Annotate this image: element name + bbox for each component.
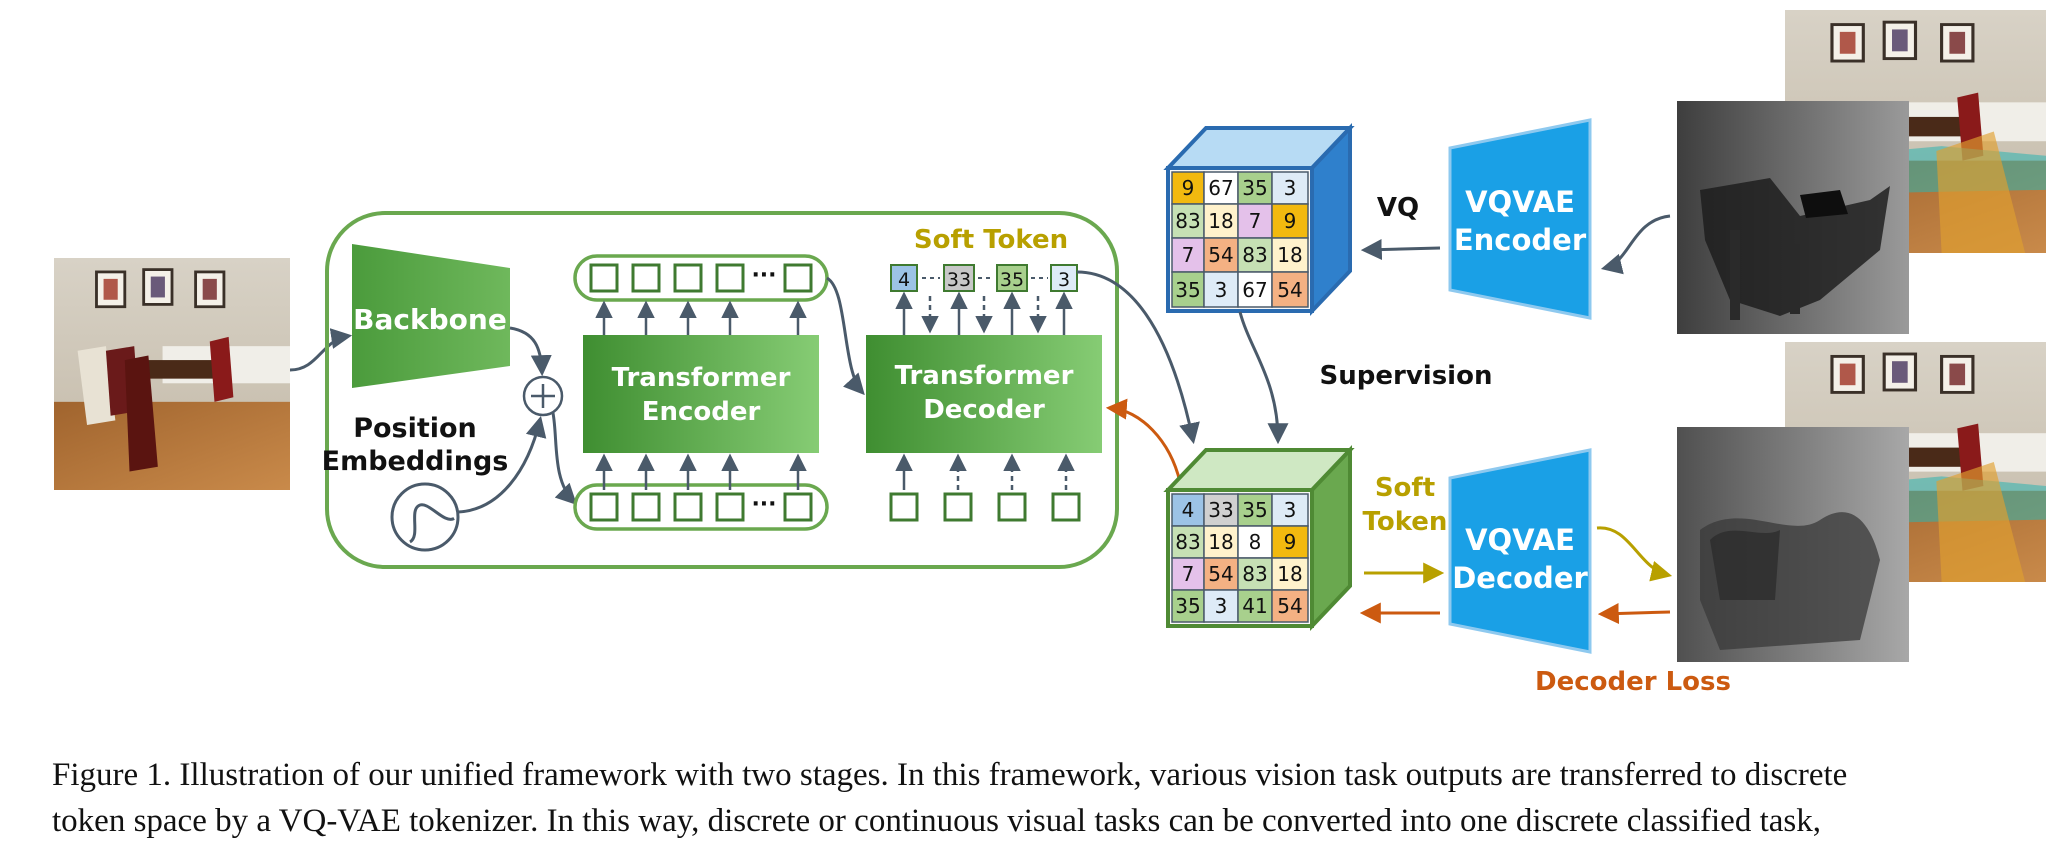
soft-token: 33 [947, 269, 971, 291]
transformer-encoder-block: Transformer Encoder [583, 335, 819, 453]
grid-cell: 9 [1182, 176, 1195, 200]
depth-map-bottom [1677, 427, 1909, 662]
grid-cell: 35 [1175, 594, 1200, 618]
arrow-vqvae-to-cube [1360, 239, 1441, 261]
decoder-loss-label: Decoder Loss [1535, 667, 1731, 697]
grid-cell: 33 [1208, 498, 1233, 522]
grid-cell: 9 [1284, 530, 1297, 554]
vqvae-decoder-block: VQVAE Decoder [1448, 448, 1592, 654]
vq-label: VQ [1377, 193, 1419, 223]
encoder-input-tokens: ··· [573, 483, 829, 531]
grid-cell: 18 [1208, 209, 1233, 233]
grid-cell: 18 [1277, 243, 1302, 267]
token-grid-bottom: 4 33 35 3 83 18 8 9 7 54 83 18 35 3 41 5… [1171, 493, 1309, 623]
model-frame [325, 211, 1119, 569]
vqvae-encoder-label-1: VQVAE [1465, 185, 1575, 219]
soft-token-title: Soft Token [914, 225, 1068, 255]
arrow-vqvae-decoder-to-depth [1596, 526, 1673, 582]
grid-cell: 3 [1215, 278, 1228, 302]
soft-token-side-label-2: Token [1363, 507, 1448, 537]
grid-cell: 83 [1175, 530, 1200, 554]
ellipsis-bottom: ··· [751, 492, 776, 517]
grid-cell: 83 [1175, 209, 1200, 233]
grid-cell: 83 [1242, 243, 1267, 267]
arrow-position-to-add [457, 415, 547, 514]
add-operator-icon [522, 375, 564, 417]
input-image [54, 258, 290, 490]
depth-map-top [1677, 101, 1909, 334]
vqvae-encoder-block: VQVAE Encoder [1448, 118, 1592, 320]
decoder-arrows [895, 291, 1075, 490]
arrow-depth-to-encoder [1600, 214, 1671, 275]
figure-caption: Figure 1. Illustration of our unified fr… [52, 752, 2042, 844]
grid-cell: 8 [1249, 530, 1262, 554]
arrow-backbone-to-add [509, 326, 552, 377]
encoder-label-2: Encoder [642, 397, 761, 427]
vqvae-encoder-label-2: Encoder [1454, 223, 1587, 257]
caption-line-1: Figure 1. Illustration of our unified fr… [52, 757, 1848, 793]
soft-token: 35 [1000, 269, 1024, 291]
grid-cell: 3 [1215, 594, 1228, 618]
decoder-label-1: Transformer [895, 361, 1074, 391]
arrow-depth-to-vqvae-decoder [1597, 603, 1671, 625]
backbone-label: Backbone [353, 303, 507, 336]
arrow-add-to-encoder-input [551, 412, 577, 505]
arrow-image-to-backbone [289, 328, 353, 372]
decoder-query-tokens [889, 492, 1081, 522]
grid-cell: 54 [1208, 562, 1233, 586]
token-grid-top: 9 67 35 3 83 18 7 9 7 54 83 18 35 3 67 5… [1171, 171, 1309, 308]
position-embeddings-label-2: Embeddings [322, 446, 509, 477]
soft-tokens: 4 33 35 3 [890, 264, 1078, 292]
grid-cell: 4 [1182, 498, 1195, 522]
arrow-supervision [1238, 311, 1289, 445]
grid-cell: 3 [1284, 498, 1297, 522]
grid-cell: 54 [1208, 243, 1233, 267]
grid-cell: 9 [1284, 209, 1297, 233]
grid-cell: 83 [1242, 562, 1267, 586]
grid-cell: 3 [1284, 176, 1297, 200]
soft-token-side-label-1: Soft [1375, 473, 1435, 503]
grid-cell: 67 [1242, 278, 1267, 302]
grid-cell: 54 [1277, 278, 1302, 302]
supervision-label: Supervision [1320, 361, 1493, 391]
sine-wave-icon [390, 482, 460, 552]
grid-cell: 41 [1242, 594, 1267, 618]
grid-cell: 7 [1182, 562, 1195, 586]
arrow-soft-tokens-to-cube [1076, 270, 1200, 445]
grid-cell: 18 [1208, 530, 1233, 554]
grid-cell: 35 [1175, 278, 1200, 302]
soft-token: 3 [1058, 269, 1070, 291]
grid-cell: 67 [1208, 176, 1233, 200]
grid-cell: 54 [1277, 594, 1302, 618]
caption-line-2: token space by a VQ-VAE tokenizer. In th… [52, 803, 1821, 839]
encoder-output-tokens: ··· [573, 254, 829, 302]
grid-cell: 7 [1249, 209, 1262, 233]
ellipsis-top: ··· [751, 263, 776, 288]
vqvae-decoder-label-2: Decoder [1452, 561, 1588, 595]
position-embeddings-label-1: Position [353, 413, 477, 444]
transformer-decoder-block: Transformer Decoder [866, 335, 1102, 453]
arrow-cube-to-decoder [1105, 398, 1182, 483]
grid-cell: 7 [1182, 243, 1195, 267]
grid-cell: 18 [1277, 562, 1302, 586]
grid-cell: 35 [1242, 498, 1267, 522]
decoder-label-2: Decoder [923, 395, 1045, 425]
vqvae-decoder-label-1: VQVAE [1465, 523, 1575, 557]
soft-token: 4 [898, 269, 910, 291]
grid-cell: 35 [1242, 176, 1267, 200]
backbone-block: Backbone [352, 244, 510, 388]
encoder-arrows [595, 300, 807, 490]
arrow-encoder-to-decoder [826, 276, 865, 396]
encoder-label-1: Transformer [612, 363, 791, 393]
